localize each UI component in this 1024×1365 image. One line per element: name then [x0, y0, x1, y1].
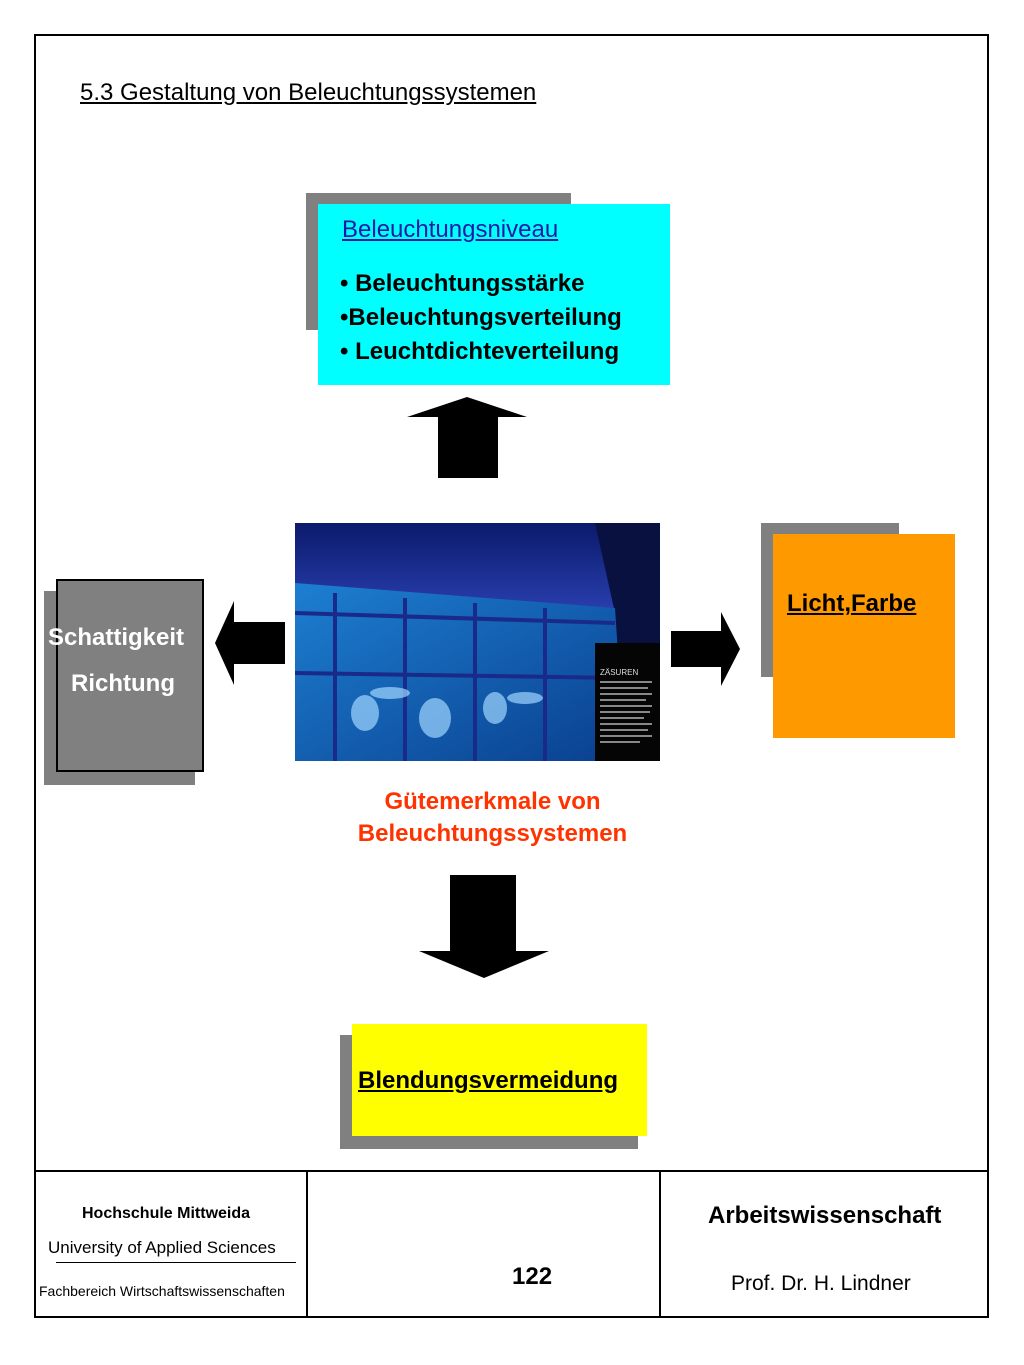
niveau-heading: Beleuchtungsniveau: [342, 216, 559, 243]
caption-line-1: Gütemerkmale von: [384, 788, 601, 815]
down-arrow-icon: [419, 875, 549, 978]
center-caption: Gütemerkmale von Beleuchtungssystemen: [300, 786, 685, 850]
footer-author: Prof. Dr. H. Lindner: [731, 1272, 911, 1295]
caption-line-2: Beleuchtungssystemen: [357, 820, 628, 847]
right-arrow-icon: [671, 612, 740, 686]
page-title: 5.3 Gestaltung von Beleuchtungssystemen: [80, 79, 537, 106]
niveau-box: Beleuchtungsniveau • Beleuchtungsstärke …: [318, 204, 670, 385]
richtung-label: Richtung: [71, 670, 175, 697]
footer-divider: [659, 1170, 661, 1318]
footer-underline: [56, 1262, 296, 1263]
schatt-label: Schattigkeit: [48, 624, 185, 651]
licht-farbe-box: Licht,Farbe: [773, 534, 955, 738]
licht-farbe-label: Licht,Farbe: [787, 590, 917, 617]
footer-school: Hochschule Mittweida: [82, 1205, 251, 1222]
footer-page-number: 122: [512, 1263, 553, 1290]
footer-subject: Arbeitswissenschaft: [708, 1202, 942, 1229]
niveau-item: • Beleuchtungsstärke: [340, 270, 585, 297]
footer-department: Fachbereich Wirtschaftswissenschaften: [39, 1283, 285, 1299]
niveau-item: • Leuchtdichteverteilung: [340, 338, 620, 365]
blendung-label: Blendungsvermeidung: [358, 1067, 619, 1094]
operating-room-photo: ZÄSUREN: [295, 523, 660, 761]
page-frame: [34, 34, 989, 1318]
up-arrow-icon: [407, 397, 527, 478]
niveau-item: •Beleuchtungsverteilung: [340, 304, 622, 331]
photo-text: ZÄSUREN: [600, 668, 638, 677]
footer: [34, 1170, 989, 1318]
footer-divider: [306, 1170, 308, 1318]
footer-university: University of Applied Sciences: [48, 1238, 276, 1257]
schatt-box: [56, 579, 204, 772]
blendung-box: Blendungsvermeidung: [352, 1024, 647, 1136]
left-arrow-icon: [215, 601, 285, 685]
